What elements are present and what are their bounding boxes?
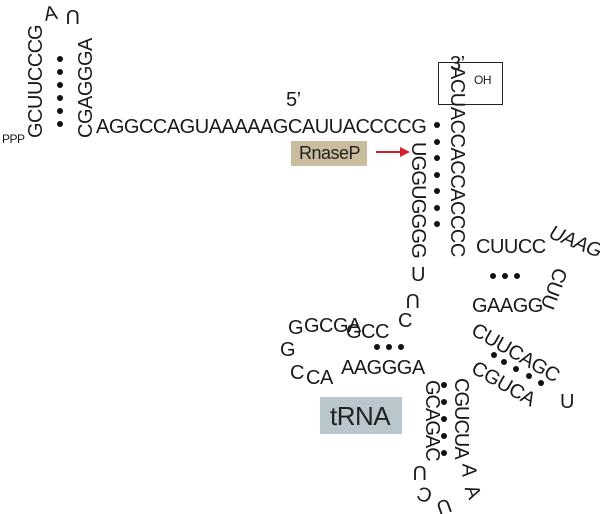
anticodon-loop-u1: U <box>413 461 427 483</box>
trna-label-box: tRNA <box>320 397 402 434</box>
variable-arm-pairs <box>490 352 550 392</box>
oh-label: OH <box>474 73 492 87</box>
acceptor-3-sequence: ACUACCACCACCCC <box>446 66 468 257</box>
ppp-label: PPP <box>2 132 25 146</box>
left-loop-u: U <box>66 5 80 27</box>
t-loop-top-sequence: UAAG <box>545 221 600 263</box>
d-loop-c: C <box>290 362 304 384</box>
d-stem-pairs <box>374 344 404 350</box>
anticodon-loop-a1: A <box>457 463 480 477</box>
d-loop-g2: G <box>280 339 296 361</box>
d-loop-g1: G <box>288 317 304 339</box>
anticodon-stem-pairs <box>441 382 447 456</box>
variable-arm-u: U <box>560 391 574 413</box>
left-loop-g: G <box>25 24 47 40</box>
t-stem-b-sequence: GAAGG <box>472 295 543 317</box>
anticodon-loop-u2: U <box>433 493 455 514</box>
anticodon-loop-c: C <box>414 481 436 507</box>
leader-sequence: AGGCCAGUAAAAAGCAUUACCCCG <box>96 116 427 138</box>
linker-u2: U <box>406 289 420 311</box>
acceptor-stem-pairs <box>434 122 440 227</box>
left-loop-a: A <box>42 2 59 26</box>
d-stem-aaggga: AAGGGA <box>341 357 425 379</box>
left-stem-5-sequence: GCUUCCC <box>25 39 47 138</box>
left-stem-pairs <box>57 56 63 127</box>
t-stem-pairs <box>490 273 520 279</box>
d-stem-c: C <box>398 310 412 332</box>
left-stem-3-sequence: CGAGGGA <box>75 38 97 138</box>
rnasep-label: RnaseP <box>299 143 361 163</box>
cleavage-arrow-icon <box>376 147 410 157</box>
d-stem-gcc: GCC <box>346 321 389 343</box>
d-loop-ca: CA <box>306 367 333 389</box>
anticodon-stem-3-sequence: CGUCUA <box>450 378 472 459</box>
anticodon-loop-a2: A <box>459 482 485 502</box>
trna-label: tRNA <box>330 401 391 431</box>
anticodon-stem-5-sequence: GCAGAC <box>421 380 443 461</box>
rnasep-label-box: RnaseP <box>291 141 367 166</box>
three-prime-label: 3’ <box>450 53 465 75</box>
t-stem-a-sequence: CUUCC <box>476 236 546 258</box>
acceptor-5-sequence: UGGUGGGG <box>407 142 429 258</box>
five-prime-label: 5’ <box>286 89 301 111</box>
d-loop-gcga: GCGA <box>304 315 361 337</box>
linker-u1: U <box>411 264 425 286</box>
oh-terminus-box: OH <box>438 62 503 105</box>
